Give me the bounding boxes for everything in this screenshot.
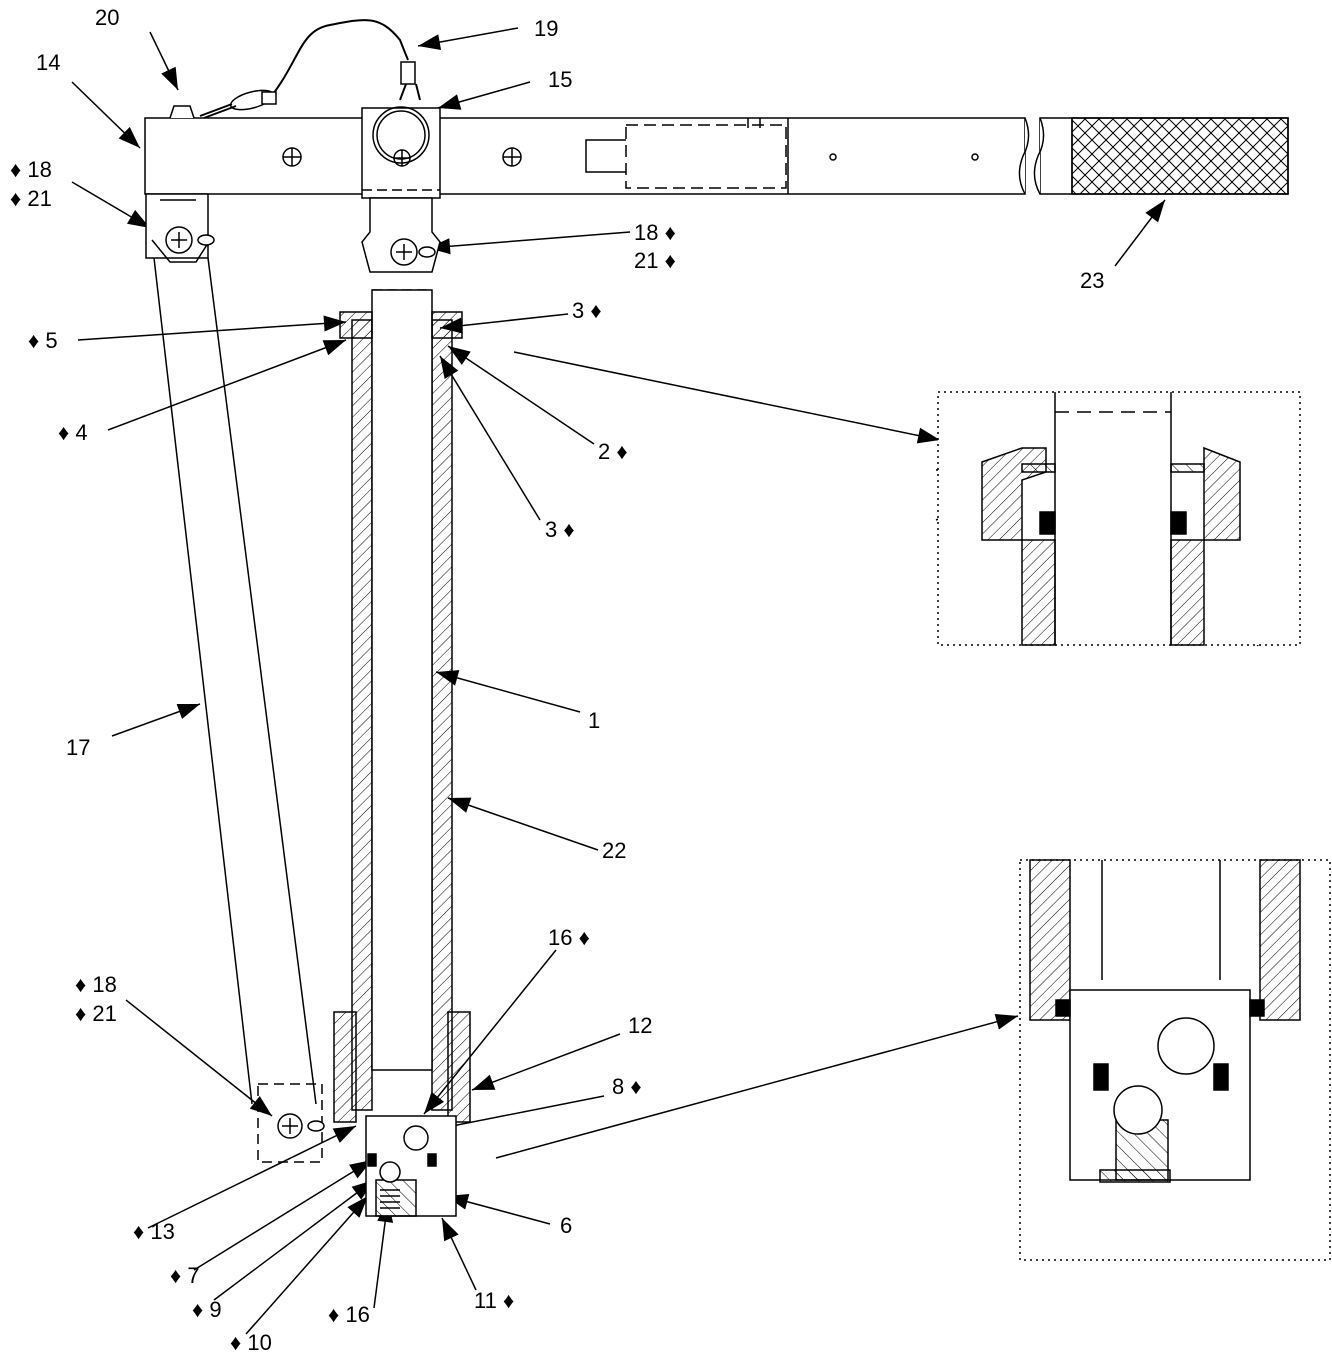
callout-16-bottom: ♦ 16 (328, 1302, 370, 1327)
callout-1: 1 (588, 708, 600, 733)
detail-view-top (937, 391, 1301, 646)
arrowhead-icon (448, 346, 471, 365)
leader-line (125, 999, 273, 1117)
callout-21-top-left: ♦ 21 (10, 186, 52, 211)
arrowhead-icon (1145, 200, 1165, 223)
arrowhead-icon (442, 1218, 459, 1242)
callout-5: ♦ 5 (28, 328, 58, 353)
arrowhead-icon (126, 209, 150, 228)
detent-pin-top (169, 105, 195, 119)
side-link (145, 193, 323, 1163)
callout-15: 15 (548, 67, 572, 92)
callout-19: 19 (534, 16, 558, 41)
arrowhead-icon (332, 1126, 356, 1143)
callout-3-top: 3 ♦ (572, 298, 602, 323)
lanyard-cable (199, 19, 421, 119)
callout-3-mid: 3 ♦ (545, 517, 575, 542)
callout-11: 11 ♦ (474, 1288, 514, 1313)
callout-23: 23 (1080, 268, 1104, 293)
arrowhead-icon (118, 126, 140, 148)
arrowhead-icon (994, 1014, 1018, 1030)
leader-line (147, 1125, 357, 1229)
leader-line (435, 671, 581, 713)
leader-line (193, 1159, 373, 1271)
leader-line (427, 231, 631, 249)
callout-20: 20 (95, 5, 119, 30)
ring-icon (372, 106, 430, 167)
arrowhead-icon (249, 1096, 272, 1116)
screw-head-icon (282, 147, 979, 167)
arrowhead-icon (448, 797, 472, 813)
leader-line (431, 1095, 605, 1131)
callout-13: ♦ 13 (133, 1219, 175, 1244)
leader-line (447, 345, 595, 445)
leader-line (245, 1195, 369, 1335)
callout-17: 17 (66, 735, 90, 760)
arrowhead-icon (438, 94, 462, 110)
arrowhead-icon (418, 34, 442, 50)
callout-18-top-mid: 18 ♦ (634, 220, 676, 245)
callout-10: ♦ 10 (230, 1330, 272, 1355)
pump-barrel (333, 289, 471, 1217)
leader-line (447, 797, 599, 851)
callout-21-top-mid: 21 ♦ (634, 248, 676, 273)
leader-line (77, 321, 347, 341)
arrowhead-icon (322, 340, 346, 356)
callout-12: 12 (628, 1013, 652, 1038)
arrowhead-icon (472, 1074, 496, 1090)
callout-14: 14 (36, 50, 60, 75)
callout-8: 8 ♦ (612, 1074, 642, 1099)
callout-18-bottom: ♦ 18 (75, 972, 117, 997)
callout-7: ♦ 7 (170, 1263, 200, 1288)
arrowhead-icon (323, 315, 346, 332)
arrowhead-icon (916, 427, 940, 444)
callout-16-top: 16 ♦ (548, 925, 590, 950)
callout-4: ♦ 4 (58, 420, 88, 445)
leader-line (513, 351, 941, 441)
leader-line (439, 355, 541, 521)
callout-22: 22 (602, 838, 626, 863)
leader-line (471, 1033, 621, 1091)
arrowhead-icon (161, 66, 178, 90)
callout-9: ♦ 9 (192, 1297, 222, 1322)
hitch-pin-icon (165, 226, 436, 1139)
callout-labels: 20 19 14 15 ♦ 18 ♦ 21 18 ♦ 21 ♦ 23 ♦ 5 3… (10, 5, 1104, 1355)
handle-bar (144, 117, 1289, 195)
callout-18-top-left: ♦ 18 (10, 157, 52, 182)
callout-21-bottom: ♦ 21 (75, 1001, 117, 1026)
callout-2: 2 ♦ (598, 439, 628, 464)
leader-line (213, 1179, 375, 1301)
arrowhead-icon (176, 704, 200, 720)
detail-view-bottom (1019, 859, 1331, 1261)
leader-line (107, 339, 347, 431)
callout-6: 6 (560, 1213, 572, 1238)
arrowhead-icon (347, 1196, 368, 1218)
leader-line (495, 1015, 1019, 1159)
